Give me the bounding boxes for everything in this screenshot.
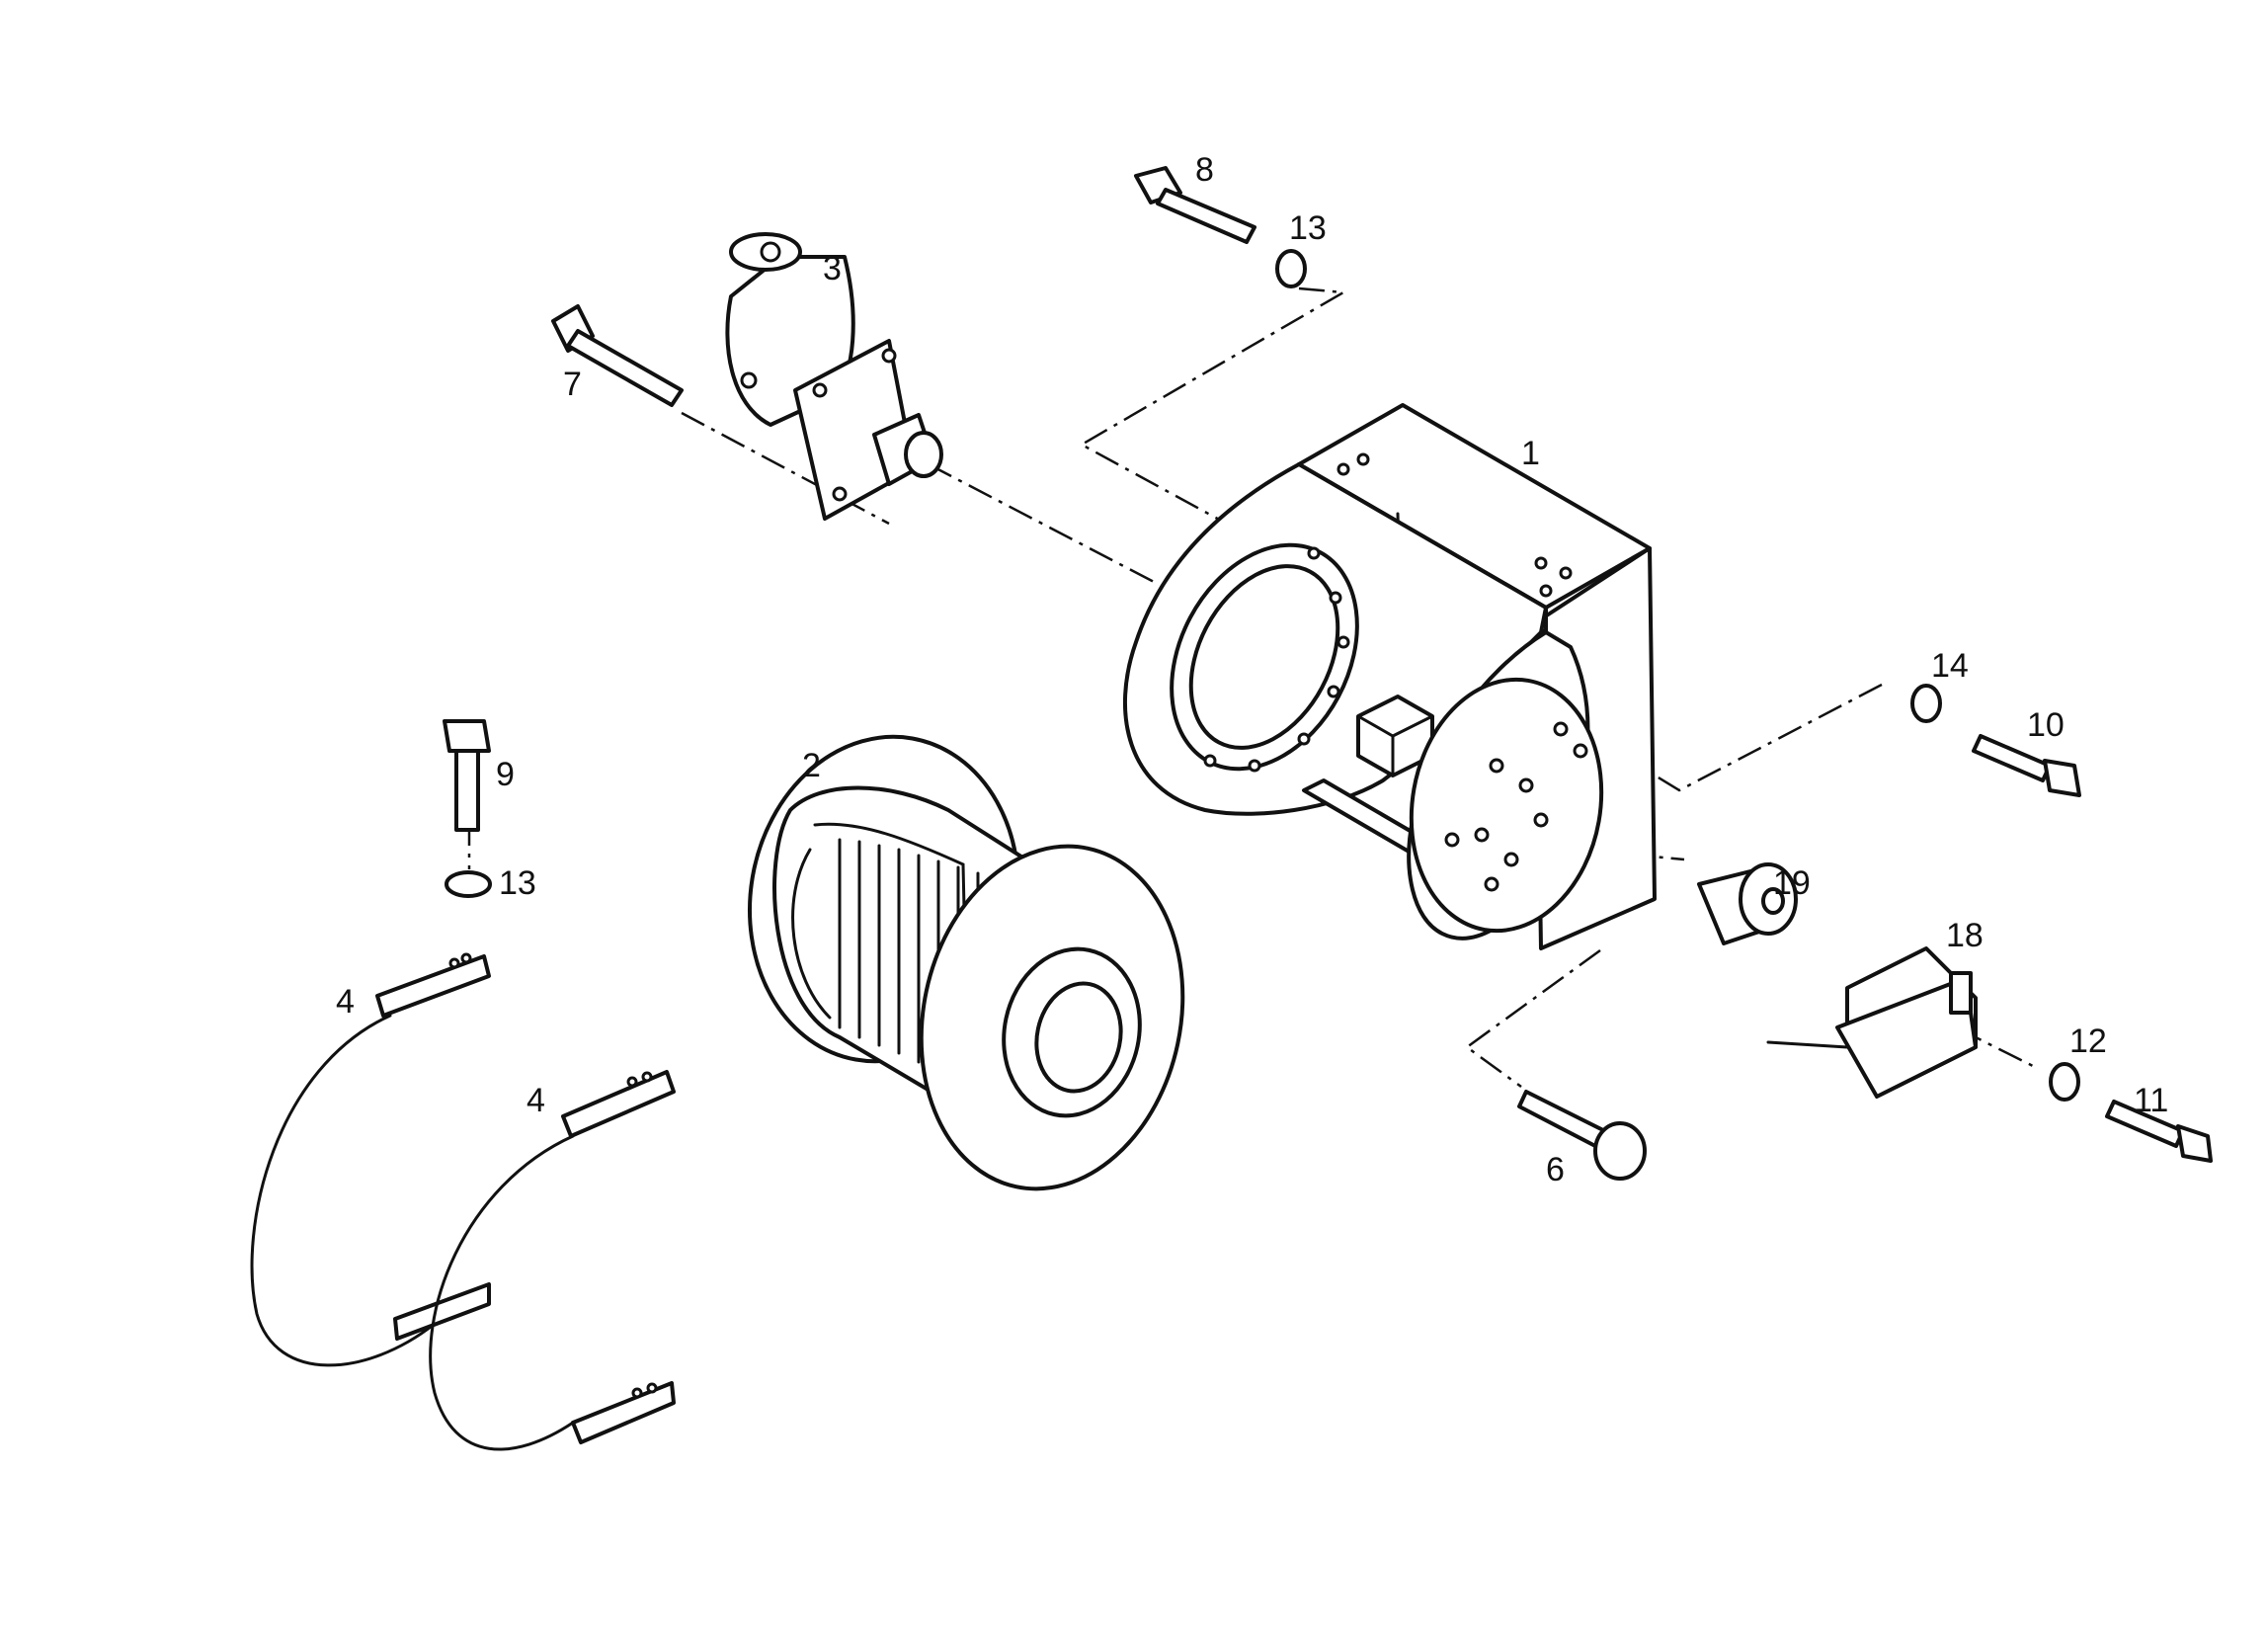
callout-1: 1 — [1521, 435, 1540, 472]
hydraulic-motor — [725, 232, 943, 521]
washer-14 — [1910, 684, 1942, 723]
cable-drum — [747, 734, 1185, 1191]
callout-8: 8 — [1195, 151, 1214, 189]
callout-2: 2 — [802, 747, 821, 784]
bolt-10 — [1972, 734, 2081, 797]
bolt-7 — [551, 304, 684, 407]
callout-11: 11 — [2134, 1082, 2168, 1119]
bolt-6 — [1517, 1090, 1647, 1181]
callout-9: 9 — [496, 756, 515, 793]
callout-6: 6 — [1546, 1151, 1565, 1188]
winch-frame — [1123, 403, 1657, 950]
callout-13b: 13 — [499, 864, 536, 902]
washer-13-bottom — [445, 870, 492, 898]
callout-10: 10 — [2027, 706, 2065, 744]
callout-14: 14 — [1931, 647, 1969, 685]
bolt-8 — [1134, 166, 1256, 244]
callout-13a: 13 — [1289, 209, 1327, 247]
sensor-18 — [1766, 946, 1978, 1099]
callout-18: 18 — [1946, 917, 1984, 954]
coupling-19 — [1697, 862, 1798, 945]
callout-19: 19 — [1773, 864, 1811, 902]
callout-labels: 1 2 3 4 4 6 7 8 9 10 11 12 13 13 14 18 1… — [336, 151, 2168, 1188]
callout-3: 3 — [823, 250, 842, 287]
bolt-9 — [443, 719, 491, 832]
bolt-11 — [2105, 1100, 2213, 1163]
callout-4a: 4 — [336, 983, 355, 1021]
washer-13-top — [1275, 249, 1307, 288]
callout-4b: 4 — [526, 1082, 545, 1119]
washer-12 — [2049, 1062, 2080, 1102]
mounting-straps — [250, 952, 676, 1451]
callout-7: 7 — [563, 366, 582, 403]
callout-12: 12 — [2069, 1022, 2107, 1060]
